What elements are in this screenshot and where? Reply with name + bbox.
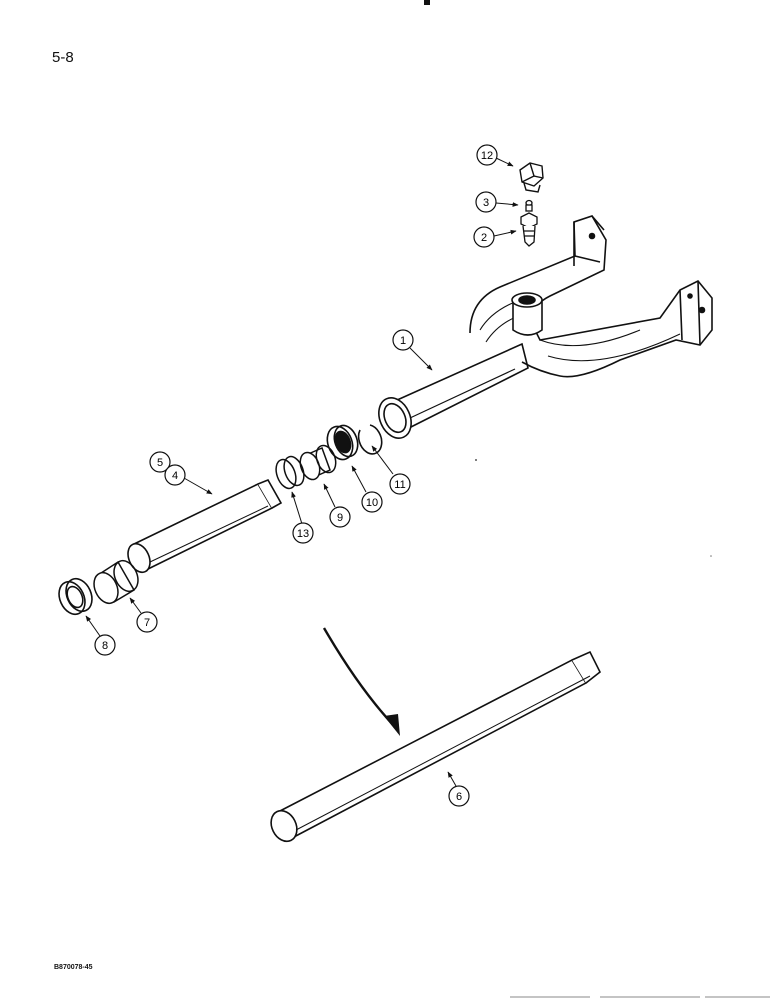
long-pivot-pin-part [270,650,602,843]
grease-fitting-part [525,199,533,212]
callout-13-label: 13 [297,528,309,540]
seal-ring-part [58,577,93,616]
alternate-part-indicator-head [384,714,400,736]
scan-speck [475,459,477,461]
callout-6: 6 [447,771,470,807]
sleeve-part [93,559,139,605]
callout-7: 7 [129,597,158,633]
callout-2-label: 2 [481,232,487,244]
shim-ring-part [275,455,305,490]
alternate-part-indicator [322,627,397,729]
callout-3-label: 3 [483,197,489,209]
crop-mark [424,0,430,5]
callout-9: 9 [323,483,351,528]
callout-1: 1 [392,329,433,371]
callout-10: 10 [351,465,383,513]
axle-housing-part [378,215,713,439]
callout-11-label: 11 [394,479,405,491]
callout-5: 5 [149,451,171,473]
callout-10-label: 10 [366,497,378,509]
snap-ring-part [357,424,383,455]
adapter-fitting-part [520,212,538,247]
callout-13: 13 [291,491,314,544]
pivot-pin-part [127,478,283,574]
callout-5-label: 5 [157,457,163,469]
callout-4-label: 4 [172,470,178,482]
callout-11: 11 [371,445,411,495]
callout-1-label: 1 [400,335,406,347]
plug-part [519,162,544,193]
callout-4: 4 [164,464,213,495]
seal-part [326,424,359,461]
scan-speck [710,555,712,557]
callout-8-label: 8 [102,640,108,652]
page-number: 5-8 [52,49,74,66]
callout-7-label: 7 [144,617,150,629]
callout-9-label: 9 [337,512,343,524]
callout-3: 3 [475,191,519,213]
callout-2: 2 [473,226,517,248]
callout-12: 12 [476,144,514,167]
bushing-part [299,444,337,481]
callout-6-label: 6 [456,791,462,803]
figure-code: B870078-45 [54,964,93,971]
callout-8: 8 [85,615,116,656]
callout-12-label: 12 [481,150,493,162]
